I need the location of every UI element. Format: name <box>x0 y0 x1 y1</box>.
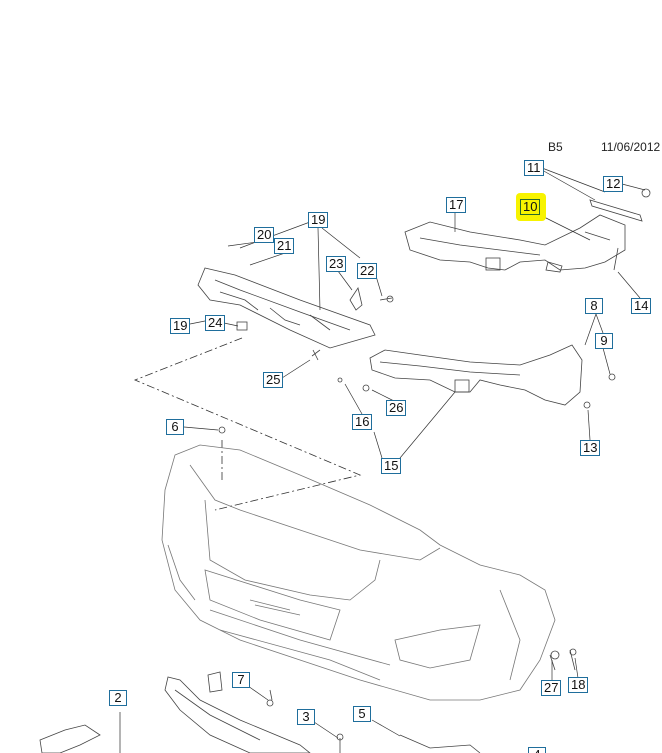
upper-right-bracket <box>404 188 651 273</box>
callout-14[interactable]: 14 <box>631 298 652 314</box>
callout-4[interactable]: 4 <box>528 747 546 753</box>
callout-11[interactable]: 11 <box>524 160 544 176</box>
callout-19[interactable]: 19 <box>308 212 329 228</box>
diagram-date: 11/06/2012 <box>601 140 661 154</box>
leader-lines <box>183 167 646 739</box>
middle-bracket <box>218 344 616 434</box>
callout-7[interactable]: 7 <box>232 672 250 688</box>
callout-6[interactable]: 6 <box>166 419 184 435</box>
callout-2[interactable]: 2 <box>109 690 127 706</box>
callout-9[interactable]: 9 <box>595 333 613 349</box>
callout-17[interactable]: 17 <box>446 197 467 213</box>
callout-19-lower[interactable]: 19 <box>170 318 191 334</box>
callout-21[interactable]: 21 <box>274 238 295 254</box>
callout-27[interactable]: 27 <box>541 680 562 696</box>
section-code: B5 <box>548 140 563 154</box>
callout-22[interactable]: 22 <box>357 263 378 279</box>
callout-10-selected[interactable]: 10 <box>520 199 541 215</box>
callout-16[interactable]: 16 <box>352 414 373 430</box>
assembly-lines <box>133 337 362 511</box>
callout-23[interactable]: 23 <box>326 256 347 272</box>
callout-12[interactable]: 12 <box>603 176 624 192</box>
callout-15[interactable]: 15 <box>381 458 402 474</box>
callout-3[interactable]: 3 <box>297 709 315 725</box>
lower-bumper-parts <box>39 648 577 753</box>
callout-8[interactable]: 8 <box>585 298 603 314</box>
callout-13[interactable]: 13 <box>580 440 601 456</box>
upper-left-bracket <box>197 267 394 361</box>
callout-18[interactable]: 18 <box>568 677 589 693</box>
callout-20[interactable]: 20 <box>254 227 275 243</box>
callout-26[interactable]: 26 <box>386 400 407 416</box>
callout-5[interactable]: 5 <box>353 706 371 722</box>
callout-24[interactable]: 24 <box>205 315 226 331</box>
bumper-cover <box>161 444 556 701</box>
callout-25[interactable]: 25 <box>263 372 284 388</box>
